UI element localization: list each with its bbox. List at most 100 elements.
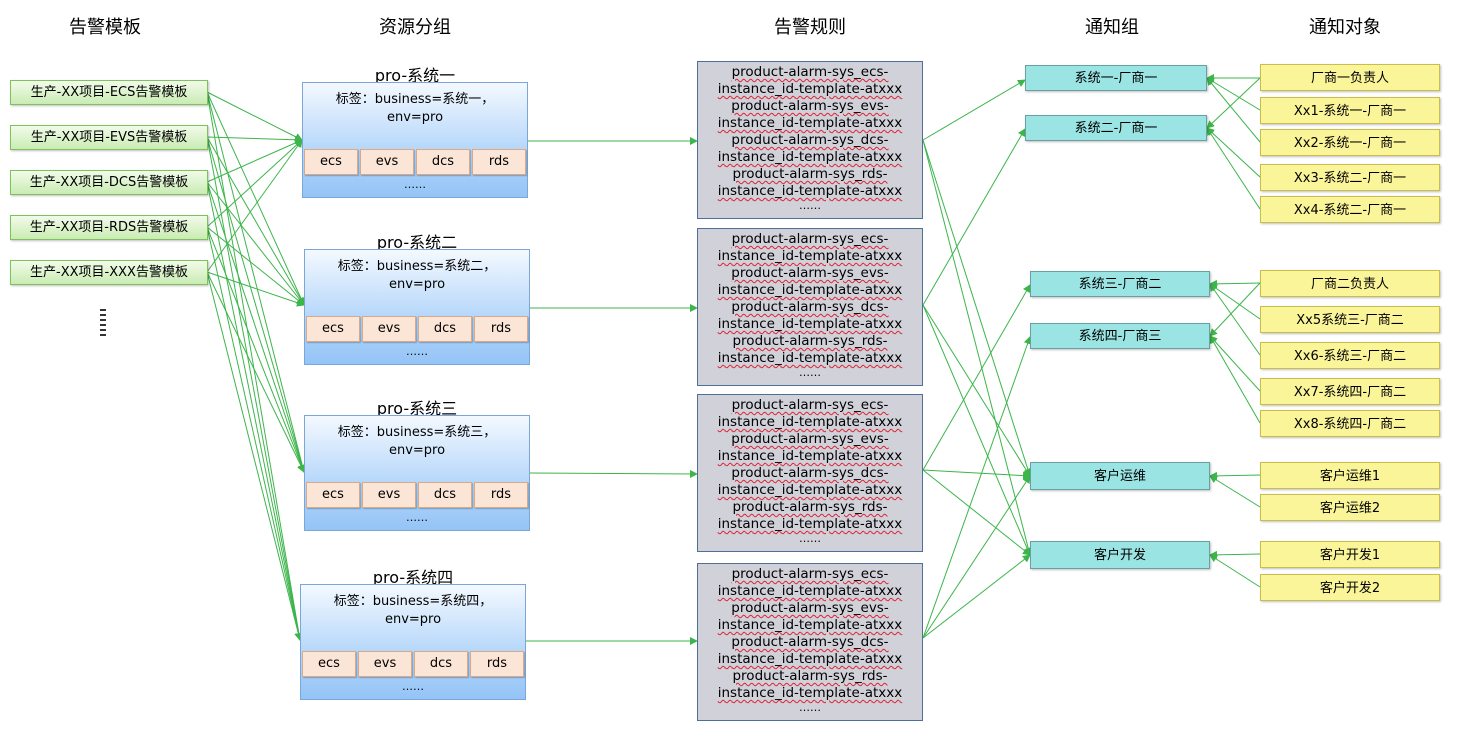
rule-to-notify-group-connector: [922, 336, 1032, 639]
template-to-group-connector: [206, 226, 306, 473]
template-to-group-connector: [206, 139, 303, 273]
group-tags: 标签：business=系统二， env=pro: [305, 258, 529, 294]
rule-line: product-alarm-sys_dcs-: [731, 299, 889, 315]
rule-to-notify-group-connector: [922, 128, 1026, 306]
tag-line: 标签：business=系统三，: [337, 425, 497, 440]
alarm-rule-box-2: product-alarm-sys_ecs- instance_id-templ…: [697, 228, 923, 386]
notify-target: Xx3-系统二-厂商一: [1260, 164, 1440, 191]
template-dcs: 生产-XX项目-DCS告警模板: [10, 170, 208, 195]
template-xxx: 生产-XX项目-XXX告警模板: [10, 260, 208, 285]
resource-chips: ecs evs dcs rds: [305, 316, 529, 342]
target-to-notify-group-connector: [1206, 127, 1261, 178]
rule-line: product-alarm-sys_evs-: [731, 98, 889, 114]
header-resource-groups: 资源分组: [379, 17, 451, 38]
chip-evs: evs: [362, 316, 416, 342]
rule-line: instance_id-template-atxxx: [717, 248, 903, 264]
chip-dcs: dcs: [418, 316, 472, 342]
target-to-notify-group-connector: [1206, 77, 1261, 143]
more-templates-ellipsis: [100, 309, 106, 337]
tag-line: env=pro: [388, 277, 446, 292]
rule-line: instance_id-template-atxxx: [717, 651, 903, 667]
target-to-notify-group-connector: [1209, 283, 1261, 356]
template-to-group-connector: [206, 136, 305, 306]
rule-to-notify-group-connector: [922, 284, 1031, 471]
target-to-notify-group-connector: [1209, 475, 1261, 508]
target-to-notify-group-connector: [1209, 335, 1261, 424]
notify-target: Xx1-系统一-厂商一: [1260, 97, 1440, 124]
rule-to-notify-group-connector: [922, 79, 1026, 141]
chip-dcs: dcs: [418, 482, 472, 508]
rule-to-notify-group-connector: [922, 475, 1031, 639]
target-to-notify-group-connector: [1209, 283, 1261, 320]
rule-line: product-alarm-sys_ecs-: [731, 566, 889, 582]
template-to-group-connector: [206, 139, 303, 183]
group-tags: 标签：business=系统三，env=pro: [305, 424, 529, 460]
rule-line: instance_id-template-atxxx: [717, 282, 903, 298]
tag-line: env=pro: [386, 110, 444, 125]
resource-chips: ecs evs dcs rds: [305, 482, 529, 508]
rule-line: product-alarm-sys_rds-: [732, 668, 888, 684]
tag-line: 标签：business=系统二，: [337, 259, 497, 274]
chip-ecs: ecs: [304, 149, 358, 175]
rule-line: product-alarm-sys_evs-: [731, 265, 889, 281]
rule-line: product-alarm-sys_dcs-: [731, 634, 889, 650]
rule-line: product-alarm-sys_evs-: [731, 600, 889, 616]
rule-line: instance_id-template-atxxx: [717, 482, 903, 498]
notify-target: 客户运维1: [1260, 462, 1440, 489]
template-to-group-connector: [206, 139, 303, 228]
group-tags: 标签：business=系统一，env=pro: [303, 91, 527, 127]
template-to-group-connector: [206, 181, 306, 473]
header-notify-groups: 通知组: [1085, 17, 1139, 38]
header-templates: 告警模板: [69, 17, 141, 38]
notify-group-sys3-vendor2: 系统三-厂商二: [1030, 271, 1210, 297]
resource-group-2: 标签：business=系统二，env=pro ecs evs dcs rds …: [304, 249, 530, 365]
rule-line: instance_id-template-atxxx: [717, 617, 903, 633]
resource-group-1: 标签：business=系统一，env=pro ecs evs dcs rds …: [302, 82, 528, 198]
header-notify-targets: 通知对象: [1309, 17, 1381, 38]
template-to-group-connector: [206, 181, 305, 306]
chip-dcs: dcs: [414, 651, 468, 677]
notify-group-sys4-vendor3: 系统四-厂商三: [1030, 323, 1210, 349]
target-to-notify-group-connector: [1206, 127, 1261, 210]
notify-target: Xx7-系统四-厂商二: [1260, 378, 1440, 405]
rule-line: instance_id-template-atxxx: [717, 685, 903, 701]
target-to-notify-group-connector: [1209, 471, 1261, 480]
target-to-notify-group-connector: [1209, 554, 1261, 588]
chip-dcs: dcs: [416, 149, 470, 175]
tag-line: env=pro: [384, 612, 442, 627]
target-to-notify-group-connector: [1206, 77, 1261, 129]
template-to-group-connector: [206, 271, 303, 641]
target-to-notify-group-connector: [1209, 550, 1261, 559]
group-title-4: pro-系统四: [372, 568, 454, 587]
rule-line: instance_id-template-atxxx: [717, 350, 903, 366]
rule-line: instance_id-template-atxxx: [717, 81, 903, 97]
template-to-group-connector: [206, 91, 303, 141]
rule-line: instance_id-template-atxxx: [717, 149, 903, 165]
template-to-group-connector: [206, 136, 303, 641]
rule-line: product-alarm-sys_dcs-: [731, 132, 889, 148]
group-title-2: pro-系统二: [376, 233, 458, 252]
rule-line: instance_id-template-atxxx: [717, 448, 903, 464]
rule-line: instance_id-template-atxxx: [717, 414, 903, 430]
notify-target: Xx5系统三-厂商二: [1260, 306, 1440, 333]
chip-rds: rds: [474, 316, 528, 342]
resource-group-4: 标签：business=系统四，env=pro ecs evs dcs rds …: [300, 584, 526, 700]
rule-to-notify-group-connector: [922, 469, 1031, 480]
template-rds: 生产-XX项目-RDS告警模板: [10, 215, 208, 240]
more-resources: ……: [404, 178, 426, 191]
group-tags: 标签：business=系统四，env=pro: [301, 593, 525, 629]
template-to-group-connector: [206, 271, 305, 473]
notify-target: 客户开发2: [1260, 574, 1440, 601]
alarm-rule-box-3: product-alarm-sys_ecs- instance_id-templ…: [697, 394, 923, 552]
template-to-group-connector: [206, 91, 307, 473]
more-rules: ……: [799, 366, 821, 379]
notify-target: 厂商一负责人: [1260, 64, 1440, 91]
chip-rds: rds: [472, 149, 526, 175]
chip-ecs: ecs: [306, 316, 360, 342]
rule-line: product-alarm-sys_rds-: [732, 166, 888, 182]
template-ecs: 生产-XX项目-ECS告警模板: [10, 80, 208, 105]
notify-target: Xx4-系统二-厂商一: [1260, 196, 1440, 223]
more-resources: ……: [406, 345, 428, 358]
template-to-group-connector: [206, 271, 305, 307]
more-resources: ……: [402, 680, 424, 693]
